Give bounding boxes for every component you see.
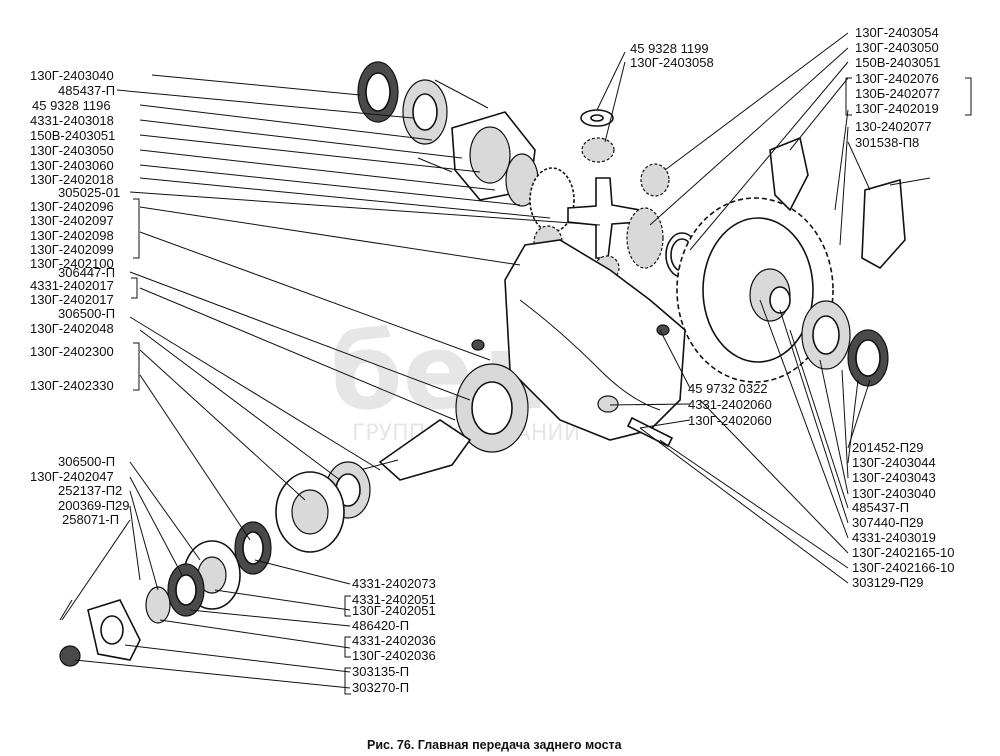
part-label: 201452-П29	[852, 440, 924, 455]
part-label: 130Г-2402076	[855, 71, 939, 86]
final-drive-housing-part	[504, 239, 686, 441]
part-label: 130Г-2402047	[30, 469, 114, 484]
part-label: 130Г-2403043	[852, 470, 936, 485]
part-label: 4331-2402036	[352, 633, 436, 648]
labels-left: 130Г-2403040 485437-П 45 9328 1196 4331-…	[30, 68, 130, 527]
parts-drawing	[59, 61, 931, 667]
part-label: 4331-2402060	[688, 397, 772, 412]
part-label: 486420-П	[352, 618, 409, 633]
part-label: 130Г-2402165-10	[852, 545, 954, 560]
part-label: 258071-П	[62, 512, 119, 527]
part-label: 4331-2402017	[30, 278, 114, 293]
part-label: 150В-2403051	[30, 128, 115, 143]
part-label: 130Б-2402077	[855, 86, 940, 101]
part-label: 150В-2403051	[855, 55, 940, 70]
part-label: 305025-01	[58, 185, 120, 200]
part-label: 130Г-2402036	[352, 648, 436, 663]
part-label: 252137-П2	[58, 483, 122, 498]
labels-right-bottom: 201452-П29 130Г-2403044 130Г-2403043 130…	[852, 440, 954, 590]
drive-pinion-part	[378, 419, 472, 481]
flange-nut-part	[59, 645, 81, 667]
part-label: 130Г-2402018	[30, 172, 114, 187]
part-label: 130Г-2402017	[30, 292, 114, 307]
part-label: 485437-П	[58, 83, 115, 98]
part-label: 130Г-2402099	[30, 242, 114, 257]
part-label: 303129-П29	[852, 575, 924, 590]
part-label: 303135-П	[352, 664, 409, 679]
part-label: 130Г-2403060	[30, 158, 114, 173]
part-label: 485437-П	[852, 500, 909, 515]
leader-lines	[61, 32, 871, 689]
labels-bottom: 4331-2402073 4331-2402051 130Г-2402051 4…	[352, 576, 436, 695]
part-label: 303270-П	[352, 680, 409, 695]
part-label: 200369-П29	[58, 498, 130, 513]
part-label: 307440-П29	[852, 515, 924, 530]
part-label: 4331-2403019	[852, 530, 936, 545]
part-label: 130Г-2403050	[855, 40, 939, 55]
part-label: 130Г-2402096	[30, 199, 114, 214]
part-label: 130Г-2402048	[30, 321, 114, 336]
part-label: 45 9732 0322	[688, 381, 768, 396]
pinion-gear-part	[581, 137, 615, 163]
labels-top: 45 9328 1199 130Г-2403058	[630, 41, 714, 70]
part-label: 130Г-2402019	[855, 101, 939, 116]
part-label: 130Г-2403054	[855, 25, 939, 40]
part-label: 4331-2402073	[352, 576, 436, 591]
part-label: 130Г-2402166-10	[852, 560, 954, 575]
part-label: 130Г-2402300	[30, 344, 114, 359]
labels-right-top: 130Г-2403054 130Г-2403050 150В-2403051 1…	[855, 25, 940, 150]
part-label: 4331-2403018	[30, 113, 114, 128]
part-label: 130Г-2402330	[30, 378, 114, 393]
figure-caption: Рис. 76. Главная передача заднего моста	[367, 738, 623, 752]
part-label: 45 9328 1199	[630, 41, 709, 56]
part-label: 130Г-2403040	[30, 68, 114, 83]
part-label: 130Г-2402097	[30, 213, 114, 228]
part-label: 130Г-2402060	[688, 413, 772, 428]
part-label: 130Г-2402051	[352, 603, 436, 618]
brackets	[131, 77, 972, 695]
part-label: 130Г-2403058	[630, 55, 714, 70]
bearing-cap-part	[769, 136, 809, 212]
labels-center: 45 9732 0322 4331-2402060 130Г-2402060	[688, 381, 772, 428]
part-label: 306500-П	[58, 454, 115, 469]
part-label: 130Г-2402098	[30, 228, 114, 243]
part-label: 130Г-2403044	[852, 455, 936, 470]
part-label: 45 9328 1196	[32, 98, 111, 113]
part-label: 130Г-2402100	[30, 256, 114, 271]
part-label: 130Г-2403040	[852, 486, 936, 501]
part-label: 130-2402077	[855, 119, 932, 134]
part-label: 130Г-2403050	[30, 143, 114, 158]
part-label: 4331-2402051	[352, 592, 436, 607]
part-label: 301538-П8	[855, 135, 919, 150]
part-label: 306447-П	[58, 265, 115, 280]
part-label: 306500-П	[58, 306, 115, 321]
